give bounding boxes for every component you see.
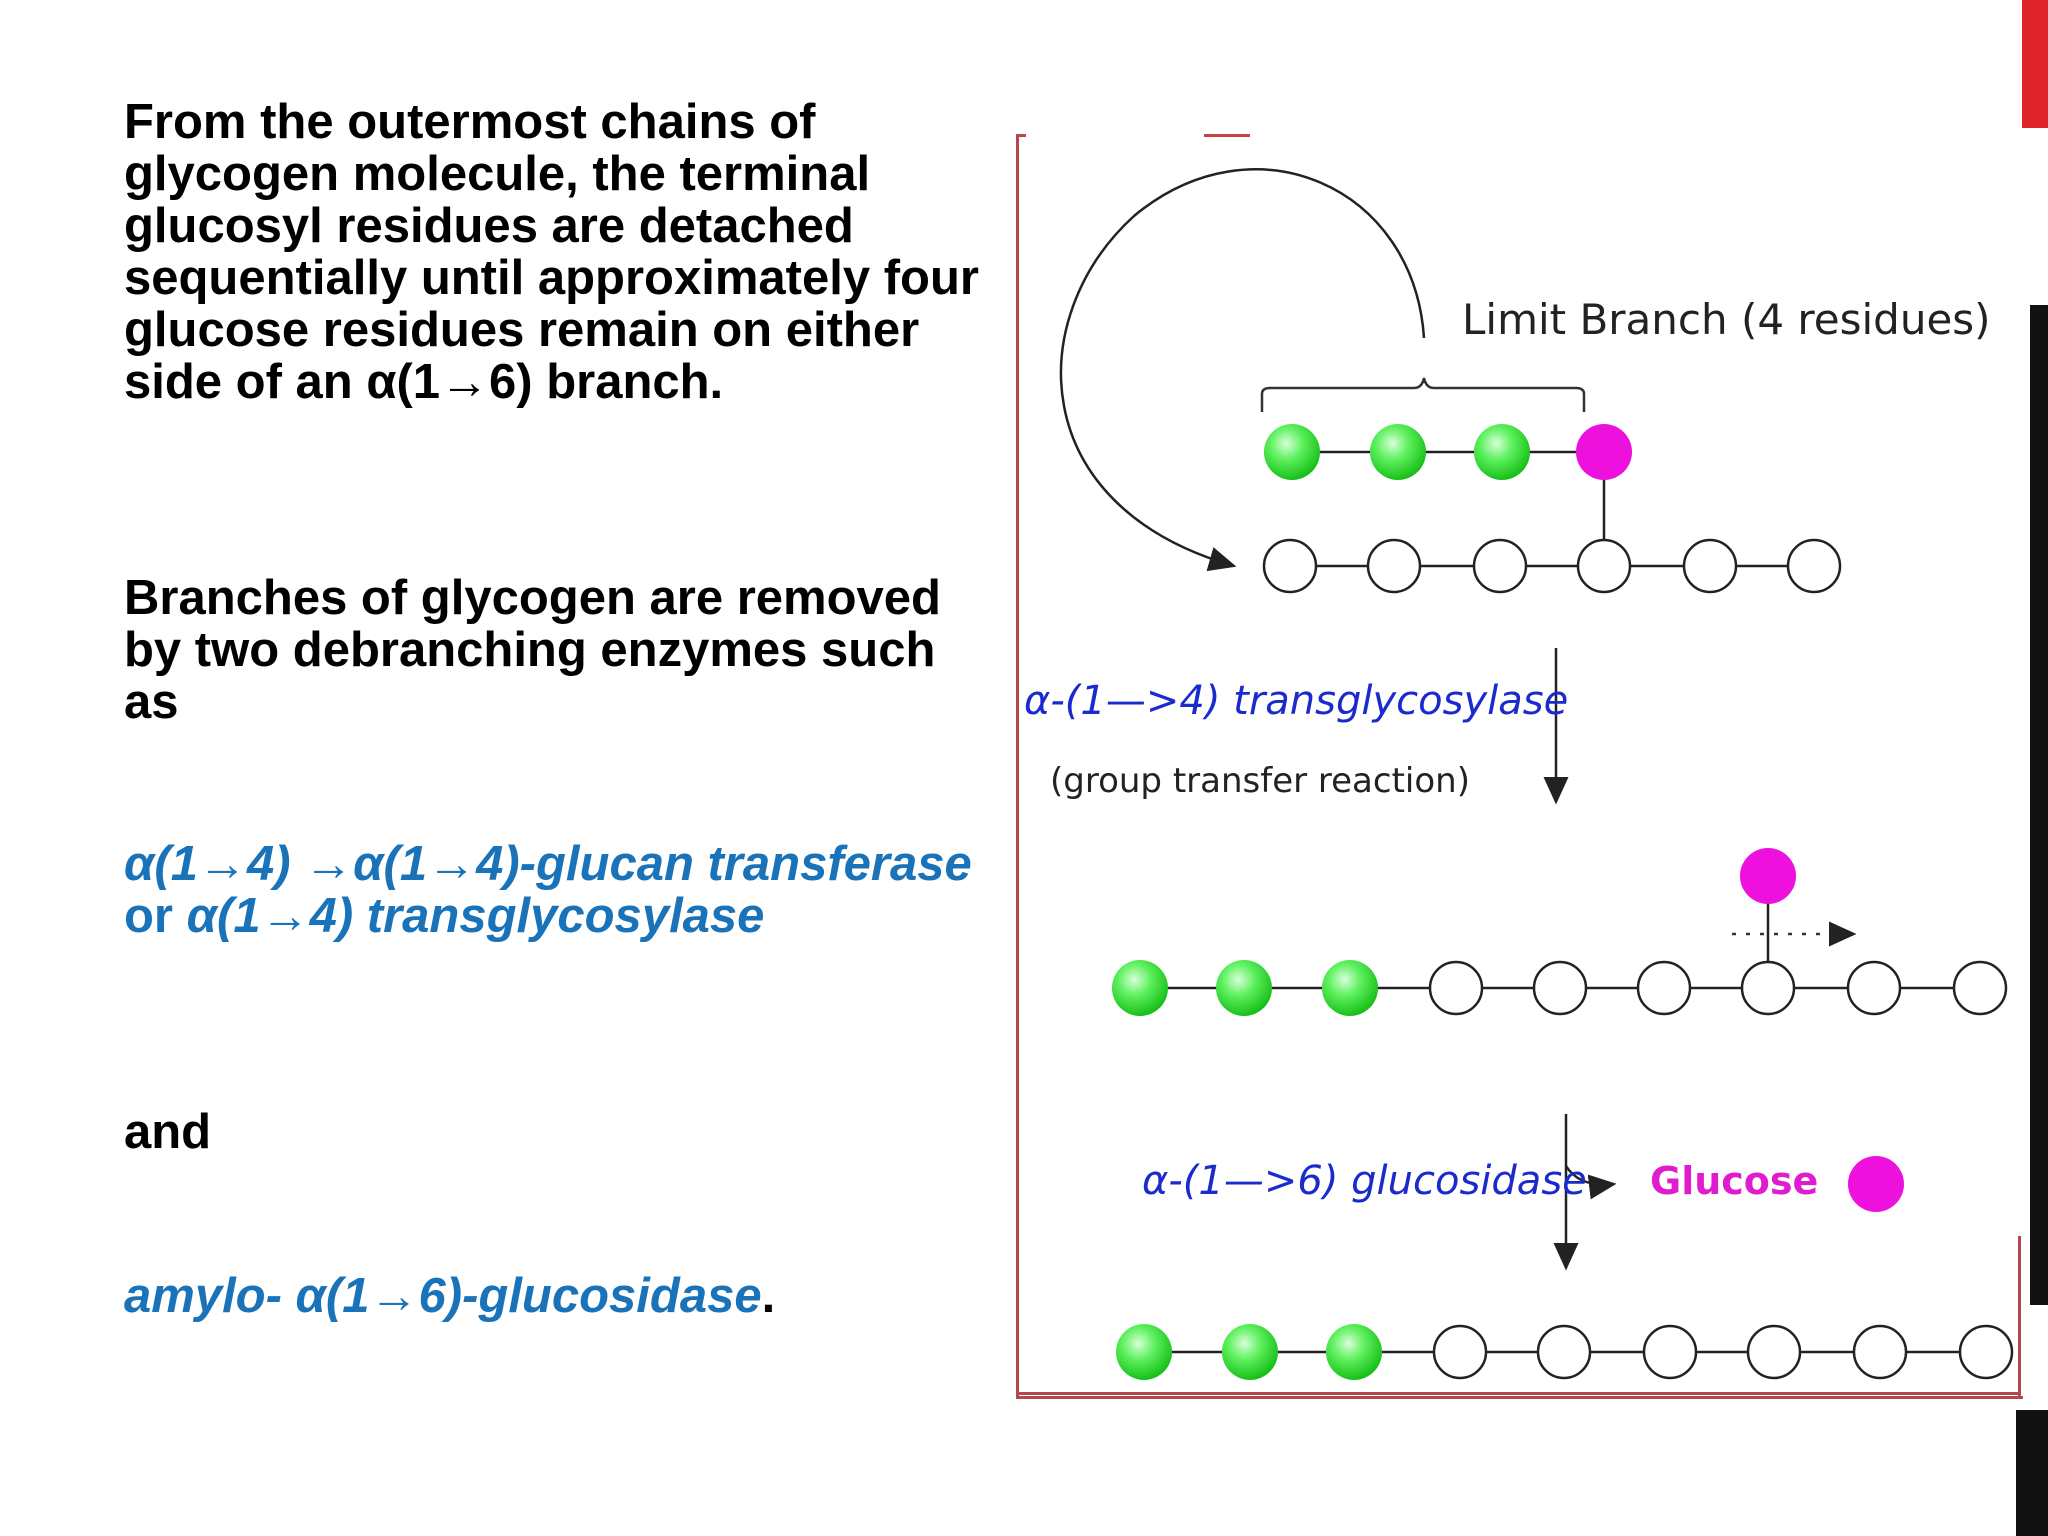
glucosidase-label: α-(1—>6) glucosidase	[1142, 1158, 1587, 1204]
magenta-branch-residue	[1740, 848, 1796, 904]
and-word: and	[124, 1105, 212, 1159]
paragraph-sequential-removal: From the outermost chains of glycogen mo…	[124, 95, 979, 409]
diagram-frame-right-edge	[2018, 1236, 2021, 1398]
diagram-frame-top-mark	[1204, 134, 1250, 137]
green-residue	[1216, 960, 1272, 1016]
limit-branch-label: Limit Branch (4 residues)	[1462, 295, 1991, 344]
slide-edge-black-bar	[2030, 305, 2048, 1305]
glucose-label: Glucose	[1650, 1159, 1818, 1203]
glycogen-debranching-diagram: Limit Branch (4 residues) α-(1—>4) trans…	[1014, 126, 2024, 1406]
diagram-frame-bottom-edge	[1016, 1392, 2020, 1395]
open-residue	[1682, 538, 1738, 594]
open-residue	[1262, 538, 1318, 594]
open-residue	[1958, 1324, 2014, 1380]
enzyme-glucosidase-name: amylo- α(1→6)-glucosidase.	[124, 1270, 1024, 1322]
open-residue	[1472, 538, 1528, 594]
open-residue	[1432, 1324, 1488, 1380]
green-residue	[1474, 424, 1530, 480]
released-glucose-residue	[1848, 1156, 1904, 1212]
main-chain-row-1	[1262, 538, 1842, 594]
open-residue	[1428, 960, 1484, 1016]
open-residue	[1846, 960, 1902, 1016]
enzyme-transferase-name: α(1→4) →α(1→4)-glucan transferase or α(1…	[124, 838, 984, 942]
magenta-branch-residue	[1576, 424, 1632, 480]
group-transfer-label: (group transfer reaction)	[1050, 761, 1470, 801]
enzyme-glucosidase-text: amylo- α(1→6)-glucosidase	[124, 1269, 762, 1323]
green-residue	[1112, 960, 1168, 1016]
green-residue	[1264, 424, 1320, 480]
limit-branch-brace	[1260, 377, 1586, 412]
glucose-release-arrow	[1564, 1165, 1617, 1200]
green-residue	[1116, 1324, 1172, 1380]
slide-edge-red-bar	[2022, 0, 2048, 128]
curved-transfer-arrow	[1059, 168, 1426, 572]
transglycosylase-label: α-(1—>4) transglycosylase	[1024, 678, 1568, 724]
green-residue	[1322, 960, 1378, 1016]
green-residue	[1222, 1324, 1278, 1380]
open-residue	[1642, 1324, 1698, 1380]
debranched-chain	[1116, 1324, 2014, 1380]
branch-chain-row	[1264, 424, 1632, 566]
slide-edge-black-bar-bottom	[2016, 1410, 2048, 1536]
open-residue	[1852, 1324, 1908, 1380]
green-residue	[1326, 1324, 1382, 1380]
diagram-svg: Limit Branch (4 residues) α-(1—>4) trans…	[1024, 168, 2014, 1380]
open-residue	[1952, 960, 2008, 1016]
diagram-frame-top-tick	[1016, 134, 1026, 137]
open-residue	[1636, 960, 1692, 1016]
enzyme-transferase-part1: α(1→4) →α(1→4)-glucan transferase	[124, 837, 972, 891]
diagram-frame	[1016, 134, 2023, 1399]
open-residue	[1532, 960, 1588, 1016]
chain-after-transfer	[1112, 848, 2008, 1016]
enzyme-transglycosylase-part2: α(1→4) transglycosylase	[186, 889, 765, 943]
open-residue	[1740, 960, 1796, 1016]
green-residue	[1370, 424, 1426, 480]
enzyme-or-word: or	[124, 889, 187, 943]
open-residue	[1576, 538, 1632, 594]
open-residue	[1786, 538, 1842, 594]
paragraph-debranching-enzymes: Branches of glycogen are removed by two …	[124, 571, 941, 729]
enzyme-glucosidase-period: .	[761, 1269, 776, 1323]
open-residue	[1366, 538, 1422, 594]
open-residue	[1746, 1324, 1802, 1380]
open-residue	[1536, 1324, 1592, 1380]
